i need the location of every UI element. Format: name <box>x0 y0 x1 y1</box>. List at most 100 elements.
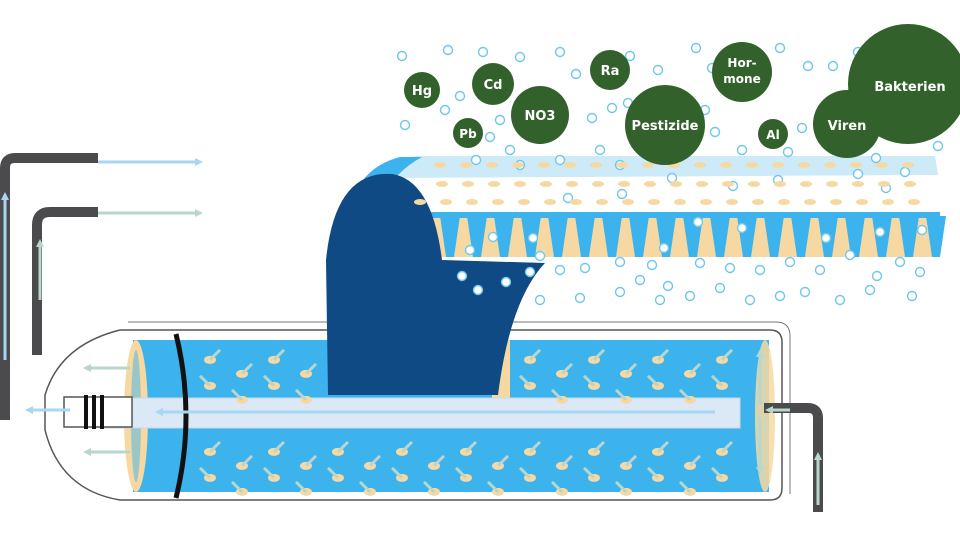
bubble <box>534 250 546 262</box>
bubble <box>524 266 536 278</box>
membrane-pore <box>486 162 498 168</box>
membrane-cone <box>440 216 460 257</box>
membrane-pore <box>850 162 862 168</box>
bubble <box>871 270 883 282</box>
end-fitting <box>63 395 133 429</box>
fiber-stem <box>486 480 500 493</box>
fiber-stem <box>336 440 350 453</box>
membrane-cone <box>926 216 946 257</box>
membrane-fibers-top <box>198 348 734 404</box>
membrane-pore <box>904 181 916 187</box>
membrane-pore <box>696 181 708 187</box>
bubble <box>472 284 484 296</box>
bubble <box>754 264 766 276</box>
membrane-pore <box>852 181 864 187</box>
membrane-pore <box>518 199 530 205</box>
fiber-stem <box>198 374 212 387</box>
membrane-pore <box>538 162 550 168</box>
fiber-stem <box>518 374 532 387</box>
membrane-pore <box>462 181 474 187</box>
membrane-cone <box>764 216 784 257</box>
fiber-stem <box>230 480 244 493</box>
fiber-stem <box>678 388 692 401</box>
bubble <box>709 126 721 138</box>
membrane-pore <box>772 162 784 168</box>
fiber-stem <box>614 480 628 493</box>
membrane-cone <box>845 216 865 257</box>
membrane-pore <box>436 181 448 187</box>
fiber-stem <box>230 388 244 401</box>
fiber-stem <box>240 362 254 375</box>
bubble <box>899 166 911 178</box>
bubble <box>494 114 506 126</box>
fiber-stem <box>198 466 212 479</box>
fiber-stem <box>550 388 564 401</box>
membrane-pore <box>544 199 556 205</box>
bubble <box>646 259 658 271</box>
membrane-pore <box>466 199 478 205</box>
bubble <box>662 280 674 292</box>
fiber-stem <box>646 466 660 479</box>
bubble <box>574 292 586 304</box>
bubble <box>906 290 918 302</box>
fiber-stem <box>432 454 446 467</box>
bubble <box>690 42 702 54</box>
filter-housing <box>44 321 791 501</box>
fiber-stem <box>528 440 542 453</box>
bubble <box>634 274 646 286</box>
fiber-stem <box>294 480 308 493</box>
contaminant-cd: Cd <box>472 63 514 105</box>
membrane-pore <box>908 199 920 205</box>
membrane-pore <box>800 181 812 187</box>
fiber-stem <box>624 362 638 375</box>
bubble <box>744 294 756 306</box>
membrane-pore <box>752 199 764 205</box>
membrane-cone <box>494 216 514 257</box>
bubble <box>562 192 574 204</box>
bubble <box>782 146 794 158</box>
feed-inlet-pipe <box>764 403 823 512</box>
fiber-stem <box>592 440 606 453</box>
contaminant-ra: Ra <box>590 50 630 90</box>
bubble <box>579 262 591 274</box>
fiber-stem <box>262 374 276 387</box>
membrane-pore <box>644 181 656 187</box>
fiber-stem <box>400 440 414 453</box>
membrane-pore <box>798 162 810 168</box>
membrane-pore <box>564 162 576 168</box>
bubble <box>396 50 408 62</box>
fiber-stem <box>528 348 542 361</box>
membrane-fibers-bottom <box>198 440 734 496</box>
bubble <box>834 294 846 306</box>
bubble <box>774 290 786 302</box>
fiber-stem <box>422 480 436 493</box>
membrane-pore <box>622 199 634 205</box>
membrane-pore <box>722 181 734 187</box>
bubble <box>487 231 499 243</box>
bubble <box>477 46 489 58</box>
bubble <box>870 152 882 164</box>
fiber-stem <box>614 388 628 401</box>
membrane-pore <box>748 181 760 187</box>
bubble <box>932 140 944 152</box>
bubble <box>527 232 539 244</box>
membrane-pore <box>540 181 552 187</box>
bubble <box>554 154 566 166</box>
membrane-cone <box>575 216 595 257</box>
svg-text:mone: mone <box>723 72 760 86</box>
bubble <box>796 122 808 134</box>
membrane-pore <box>642 162 654 168</box>
bubble <box>820 232 832 244</box>
bubble <box>799 286 811 298</box>
fiber-stem <box>454 466 468 479</box>
membrane-pore <box>824 162 836 168</box>
membrane-pore <box>726 199 738 205</box>
bubble <box>454 90 466 102</box>
fiber-stem <box>560 454 574 467</box>
bubble <box>827 60 839 72</box>
svg-text:NO3: NO3 <box>525 109 556 124</box>
bubble <box>439 104 451 116</box>
fiber-stem <box>262 466 276 479</box>
fiber-stem <box>646 374 660 387</box>
membrane-pore <box>414 199 426 205</box>
